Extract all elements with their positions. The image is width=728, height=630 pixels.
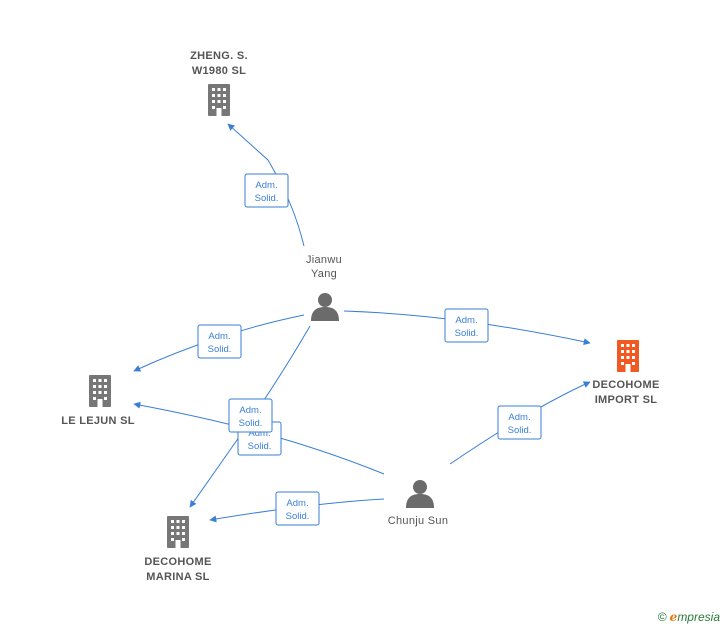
node-label-line-1: ZHENG. S. xyxy=(190,50,248,62)
node-label-line-2: IMPORT SL xyxy=(595,394,658,406)
brand-logo-letter: e xyxy=(669,610,678,624)
edge-label-line-1: Adm. xyxy=(508,412,530,423)
node-label-line-2: MARINA SL xyxy=(146,571,209,583)
brand-logo-text: mpresia xyxy=(677,610,720,624)
edge-label-jianwu-marina[interactable]: Adm. Solid. xyxy=(228,398,273,433)
node-decohome-marina[interactable]: DECOHOME MARINA SL xyxy=(144,516,211,583)
node-jianwu[interactable]: Jianwu Yang xyxy=(306,254,342,321)
copyright-symbol: © xyxy=(657,610,667,624)
node-lelejun[interactable]: LE LEJUN SL xyxy=(61,375,135,427)
building-icon xyxy=(208,84,230,116)
person-icon xyxy=(311,293,339,321)
edge-label-line-1: Adm. xyxy=(455,315,477,326)
edge-label-jianwu-zheng[interactable]: Adm. Solid. xyxy=(244,173,289,208)
empresia-watermark[interactable]: ©empresia xyxy=(658,610,720,624)
node-decohome-import[interactable]: DECOHOME IMPORT SL xyxy=(592,340,659,406)
edge-label-line-2: Solid. xyxy=(508,425,532,436)
building-icon xyxy=(89,375,111,407)
building-icon xyxy=(617,340,639,372)
edge-jianwu-zheng xyxy=(227,123,305,247)
node-label-line-2: Yang xyxy=(311,268,337,280)
edge-label-chunju-import[interactable]: Adm. Solid. xyxy=(497,405,542,440)
edge-label-jianwu-lelejun[interactable]: Adm. Solid. xyxy=(197,324,242,359)
node-label-line-1: DECOHOME xyxy=(592,379,659,391)
edge-label-line-1: Adm. xyxy=(286,498,308,509)
node-zheng[interactable]: ZHENG. S. W1980 SL xyxy=(190,50,248,116)
edge-labels-layer: Adm. Solid. Adm. Solid. Adm. Solid. Adm.… xyxy=(197,173,542,526)
edge-label-jianwu-import[interactable]: Adm. Solid. xyxy=(444,308,489,343)
node-label-line-1: LE LEJUN SL xyxy=(61,415,135,427)
person-icon xyxy=(406,480,434,508)
node-label-line-1: Chunju Sun xyxy=(388,515,449,527)
node-label-line-1: DECOHOME xyxy=(144,556,211,568)
edge-label-line-2: Solid. xyxy=(455,328,479,339)
edge-label-line-2: Solid. xyxy=(208,344,232,355)
edge-label-line-2: Solid. xyxy=(239,418,263,429)
building-icon xyxy=(167,516,189,548)
edge-label-line-2: Solid. xyxy=(286,511,310,522)
edge-label-line-1: Adm. xyxy=(248,428,270,439)
edge-label-line-1: Adm. xyxy=(239,405,261,416)
edge-label-line-2: Solid. xyxy=(248,441,272,452)
node-label-line-2: W1980 SL xyxy=(192,65,246,77)
edges-layer xyxy=(133,123,591,523)
edge-label-line-2: Solid. xyxy=(255,193,279,204)
node-chunju[interactable]: Chunju Sun xyxy=(388,480,449,527)
node-label-line-1: Jianwu xyxy=(306,254,342,266)
edge-label-line-1: Adm. xyxy=(255,180,277,191)
edge-label-line-1: Adm. xyxy=(208,331,230,342)
edge-label-chunju-marina[interactable]: Adm. Solid. xyxy=(275,491,320,526)
